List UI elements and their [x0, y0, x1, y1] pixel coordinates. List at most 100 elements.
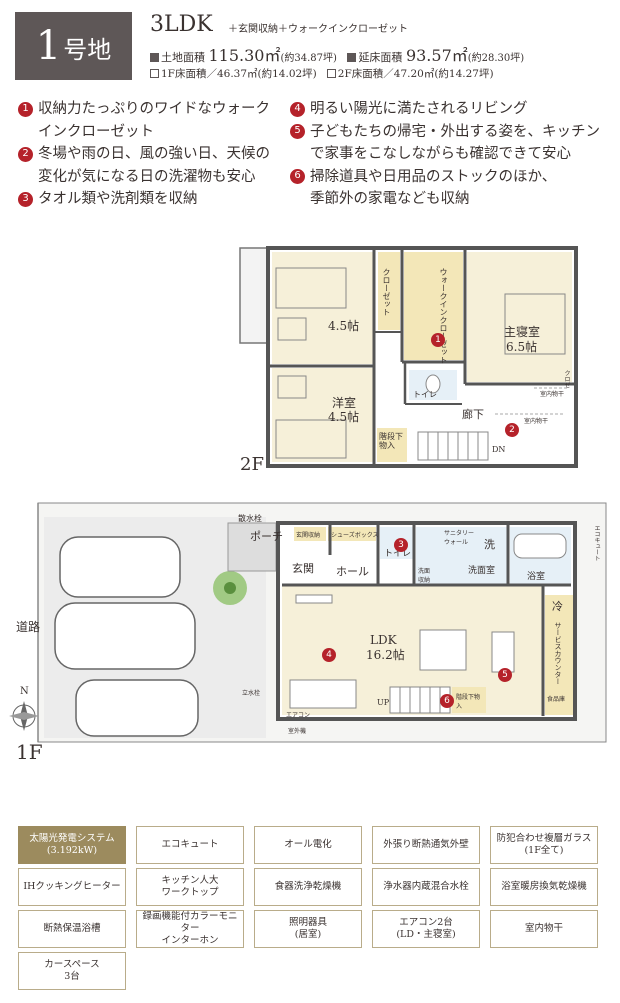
- wash-storage-label: 洗面収納: [418, 568, 431, 584]
- car-icon: [54, 602, 196, 670]
- site-boundary: [37, 502, 607, 743]
- outline-2f: [266, 246, 578, 468]
- stairs-2f: [417, 431, 489, 461]
- hall-label: ホール: [336, 565, 369, 578]
- bathtub-icon: [513, 533, 567, 559]
- area-row-main: 土地面積 115.30㎡(約34.87坪) 延床面積 93.57㎡(約28.30…: [150, 42, 524, 66]
- kitchen-counter-icon: [491, 631, 515, 673]
- floor-area-label: 延床面積: [358, 51, 403, 64]
- parking-area: [44, 517, 266, 738]
- equipment-label: 録画機能付カラーモニター インターホン: [142, 911, 238, 946]
- equipment-label: 浄水器内蔵混合水栓: [383, 881, 469, 892]
- water-tap-label: 散水栓: [238, 514, 262, 523]
- floor-label-2f: 2F: [240, 454, 264, 475]
- feature-number: 3: [18, 191, 33, 207]
- area-row-floors: 1F床面積／46.37㎡(約14.02坪) 2F床面積／47.20㎡(約14.2…: [150, 66, 494, 81]
- equipment-item: 外張り断熱通気外壁: [372, 826, 480, 864]
- ldk-name: LDK: [370, 633, 397, 647]
- hallway-label: 廊下: [462, 408, 484, 421]
- equipment-item: 太陽光発電システム (3.192kW): [18, 826, 126, 864]
- aircon-label: エアコン: [286, 712, 311, 719]
- equipment-item: カースペース 3台: [18, 952, 126, 990]
- wic-label: ウォークインクローゼット: [439, 268, 448, 364]
- ldk-size: 16.2帖: [366, 648, 405, 662]
- stair-storage-label: 階段下物入: [456, 694, 481, 710]
- master-name: 主寝室: [504, 325, 541, 339]
- tv-icon: [295, 594, 333, 604]
- equipment-label: カースペース 3台: [44, 959, 100, 982]
- equipment-label: 断熱保温浴槽: [43, 923, 101, 934]
- master-size: 6.5帖: [506, 340, 538, 354]
- car-icons: [54, 536, 199, 737]
- marker-5: 5: [498, 668, 512, 682]
- equipment-item: 防犯合わせ複層ガラス (1F全て): [490, 826, 598, 864]
- outdoor-unit-label: 室外機: [288, 728, 307, 735]
- marker-6: 6: [440, 694, 454, 708]
- bed-icon: [275, 267, 347, 309]
- equipment-label: 室内物干: [524, 923, 563, 934]
- floor-area-value: 93.57㎡: [405, 46, 468, 65]
- lot-number-badge: 1 号地: [15, 12, 132, 80]
- marker-3: 3: [394, 538, 408, 552]
- service-counter-label: サービスカウンター: [554, 622, 562, 685]
- equipment-item: 照明器具 (居室): [254, 910, 362, 948]
- plan-extras: ＋玄関収納＋ウォークインクローゼット: [228, 24, 408, 35]
- room-west2-size: 4.5帖: [328, 410, 360, 424]
- compass-icon: [9, 701, 39, 731]
- floor-label-1f: 1F: [16, 740, 43, 764]
- tap2-label: 立水栓: [242, 690, 261, 697]
- floor-area-tsubo: (約28.30坪): [467, 53, 525, 64]
- entrance-label: 玄関: [292, 562, 314, 575]
- bath-label: 浴室: [527, 572, 546, 582]
- equipment-item: エコキュート: [136, 826, 244, 864]
- marker-4: 4: [322, 648, 336, 662]
- feature-number: 5: [290, 124, 305, 139]
- desk-icon: [277, 317, 307, 341]
- features-left: 1 収納力たっぷりのワイドなウォークインクローゼット 2 冬場や雨の日、風の強い…: [18, 98, 283, 211]
- equipment-label: 照明器具 (居室): [288, 917, 327, 940]
- feature-number: 1: [18, 101, 33, 117]
- balcony-2f: [239, 247, 269, 344]
- toilet-2f-label: トイレ: [413, 390, 437, 399]
- up-label: UP: [377, 698, 390, 707]
- room-west-2f: [272, 252, 374, 364]
- equipment-label: 食器洗浄乾燥機: [274, 881, 342, 892]
- marker-2: 2: [505, 423, 519, 437]
- f2-area: 2F床面積／47.20㎡(約14.27坪): [337, 68, 494, 80]
- feature-item: 5 子どもたちの帰宅・外出する姿を、キッチンで家事をこなしながらも確認できて安心: [290, 121, 610, 166]
- eco-cute-label: エコキュート: [593, 525, 600, 561]
- equipment-label: IHクッキングヒーター: [23, 881, 121, 892]
- outline-1f: [276, 521, 577, 721]
- road-label: 道路: [16, 620, 41, 634]
- equipment-item: キッチン人大 ワークトップ: [136, 868, 244, 906]
- feature-item: 4 明るい陽光に満たされるリビング: [290, 98, 610, 121]
- porch-label: ポーチ: [250, 530, 283, 543]
- wash-room-label: 洗面室: [468, 566, 496, 576]
- feature-number: 6: [290, 169, 305, 184]
- f1-area: 1F床面積／46.37㎡(約14.02坪): [161, 68, 317, 80]
- square-icon: [150, 53, 159, 62]
- food-storage-label: 食品庫: [547, 696, 566, 703]
- equipment-label: 外張り断熱通気外壁: [383, 839, 469, 850]
- feature-number: 2: [18, 146, 33, 162]
- square-outline-icon: [326, 69, 336, 78]
- room-west2-name: 洋室: [332, 396, 357, 410]
- equipment-item: IHクッキングヒーター: [18, 868, 126, 906]
- indoor-dry-label-2: 室内物干: [540, 391, 565, 398]
- sanitary-wall-label: サニタリーウォール: [444, 530, 475, 546]
- feature-text: 明るい陽光に満たされるリビング: [310, 101, 528, 117]
- equipment-item: 浄水器内蔵混合水栓: [372, 868, 480, 906]
- car-icon: [75, 679, 199, 737]
- north-label: N: [20, 686, 29, 697]
- lot-number: 1: [35, 23, 62, 69]
- storage-2f-label: 階段下物入: [379, 432, 403, 450]
- equipment-label: 防犯合わせ複層ガラス (1F全て): [496, 833, 592, 856]
- equipment-item: エアコン2台 (LD・主寝室): [372, 910, 480, 948]
- feature-text: 収納力たっぷりのワイドなウォークインクローゼット: [38, 101, 270, 140]
- master-bedroom: [467, 252, 572, 382]
- equipment-item: オール電化: [254, 826, 362, 864]
- equipment-item: 録画機能付カラーモニター インターホン: [136, 910, 244, 948]
- indoor-dry-label: 室内物干: [524, 418, 549, 425]
- feature-item: 3 タオル類や洗剤類を収納: [18, 188, 283, 211]
- features-right: 4 明るい陽光に満たされるリビング 5 子どもたちの帰宅・外出する姿を、キッチン…: [290, 98, 610, 211]
